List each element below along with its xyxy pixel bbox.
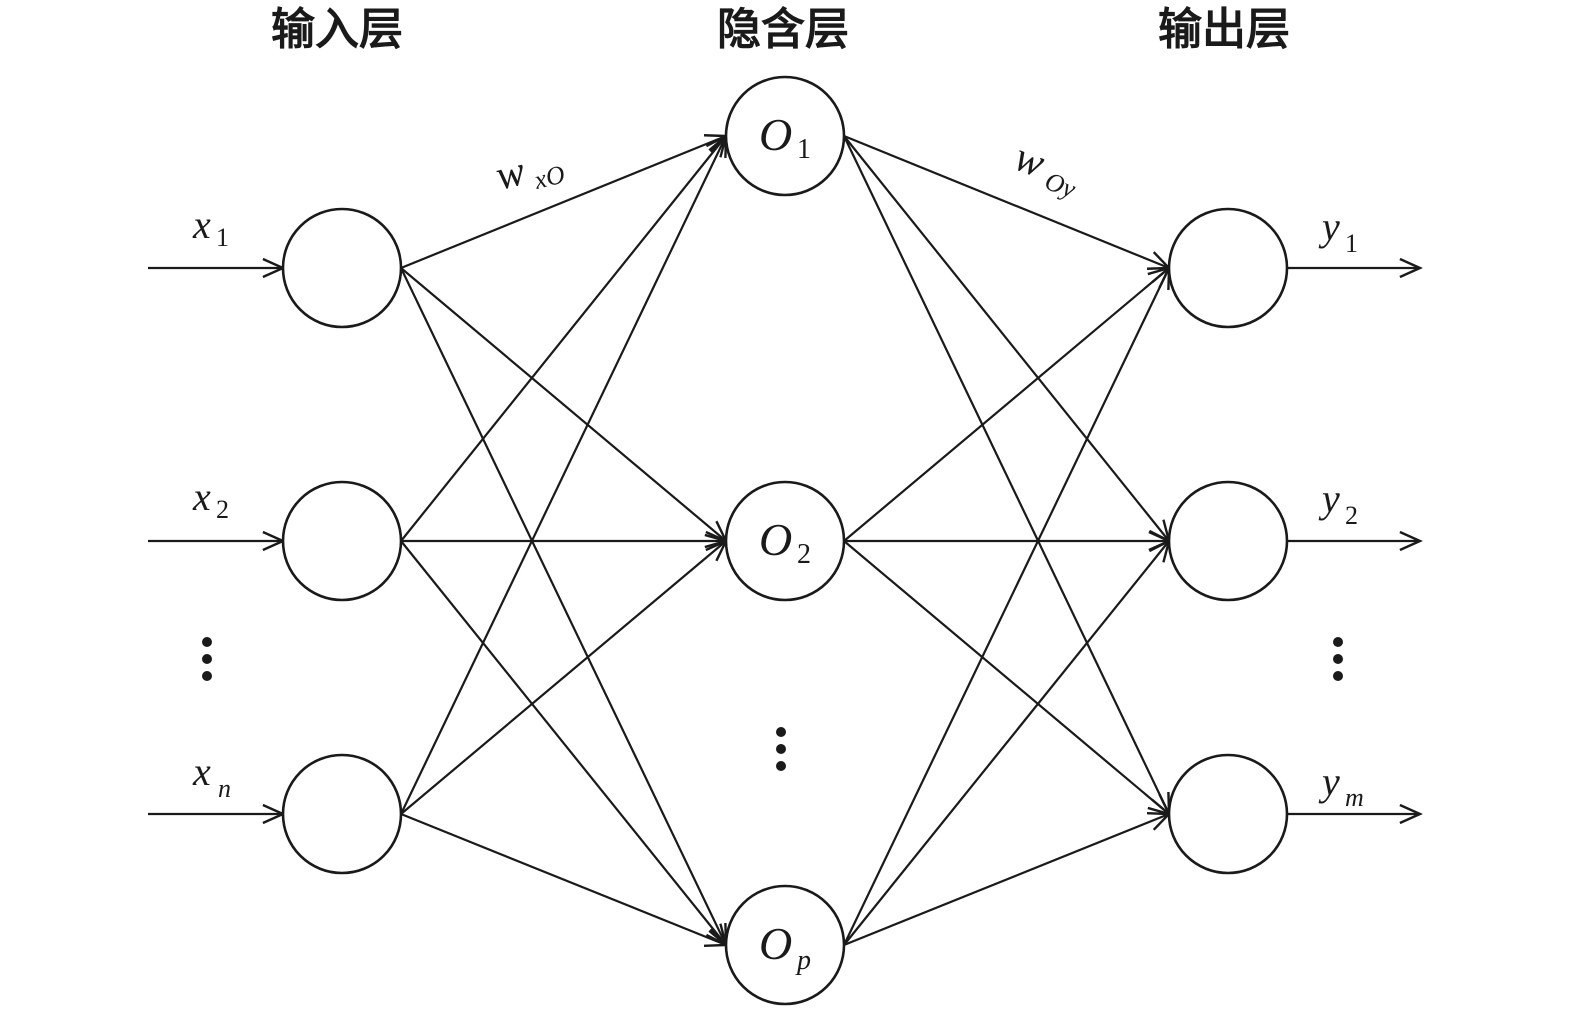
var: x — [192, 202, 211, 247]
input-label-1: x 1 — [192, 202, 229, 252]
output-arrow-3-head — [1399, 803, 1423, 825]
edge-input1-hidden1 — [400, 134, 727, 270]
edge-input2-hidden1 — [400, 135, 727, 542]
node-circle — [1167, 753, 1289, 875]
sub: m — [1345, 783, 1364, 812]
input-node-3 — [281, 753, 403, 875]
node-var: O — [759, 514, 792, 565]
output-arrow-2-head — [1399, 530, 1423, 552]
node-sub: 2 — [797, 539, 811, 570]
var: x — [192, 474, 211, 519]
connections — [148, 133, 1423, 948]
var: y — [1318, 204, 1340, 249]
sub: 1 — [1345, 229, 1358, 258]
node-var: O — [759, 109, 792, 160]
sub: 2 — [1345, 501, 1358, 530]
edge-hidden2-output3 — [843, 540, 1170, 815]
output-node-3 — [1167, 753, 1289, 875]
node-circle — [1167, 207, 1289, 329]
weight-subscript: Oy — [1041, 166, 1080, 204]
edge-hidden1-output2 — [843, 135, 1170, 542]
input-label-n: x n — [192, 749, 231, 803]
output-ellipsis — [1333, 637, 1343, 681]
sub: 2 — [216, 495, 229, 524]
output-label-2: y 2 — [1318, 476, 1358, 530]
hidden-layer-title: 隐含层 — [717, 4, 849, 55]
node-var: O — [759, 918, 792, 969]
input-ellipsis — [202, 637, 212, 681]
edge-input2-hidden3 — [400, 540, 727, 946]
output-arrow-1-head — [1399, 257, 1423, 279]
node-circle — [281, 480, 403, 602]
input-node-1 — [281, 207, 403, 329]
input-node-2 — [281, 480, 403, 602]
weight-symbol: w — [491, 148, 529, 199]
node-sub: 1 — [797, 134, 811, 165]
output-node-2 — [1167, 480, 1289, 602]
edge-hidden3-output2 — [843, 540, 1170, 946]
edge-hidden1-output3 — [843, 135, 1170, 815]
output-node-1 — [1167, 207, 1289, 329]
node-circle — [281, 753, 403, 875]
hidden-ellipsis — [776, 727, 786, 771]
edge-hidden2-output1 — [843, 267, 1170, 542]
node-circle — [724, 480, 846, 602]
edge-input3-hidden3 — [400, 812, 727, 947]
var: x — [192, 749, 211, 794]
output-label-1: y 1 — [1318, 204, 1358, 258]
input-layer-title: 输入层 — [271, 4, 403, 55]
node-sub: p — [795, 945, 811, 976]
weight-subscript: xO — [530, 159, 568, 195]
sub: 1 — [216, 223, 229, 252]
input-label-2: x 2 — [192, 474, 229, 524]
sub: n — [218, 774, 231, 803]
edge-input1-hidden3 — [400, 267, 727, 946]
output-layer-title: 输出层 — [1158, 4, 1290, 55]
var: y — [1318, 476, 1340, 521]
node-circle — [724, 884, 846, 1006]
edge-input3-hidden2 — [400, 540, 727, 815]
edge-input1-hidden2 — [400, 267, 727, 542]
edge-hidden3-output1 — [843, 267, 1170, 946]
node-circle — [724, 75, 846, 197]
edge-hidden3-output3 — [843, 812, 1170, 947]
node-circle — [281, 207, 403, 329]
edge-hidden1-output1 — [843, 134, 1170, 270]
weight-symbol: w — [1009, 134, 1051, 187]
edge-input3-hidden1 — [400, 135, 727, 815]
var: y — [1318, 759, 1340, 804]
weight-label-hidden-output: w Oy — [1009, 134, 1080, 204]
output-label-m: y m — [1318, 759, 1364, 812]
weight-label-input-hidden: w xO — [491, 148, 568, 199]
node-circle — [1167, 480, 1289, 602]
